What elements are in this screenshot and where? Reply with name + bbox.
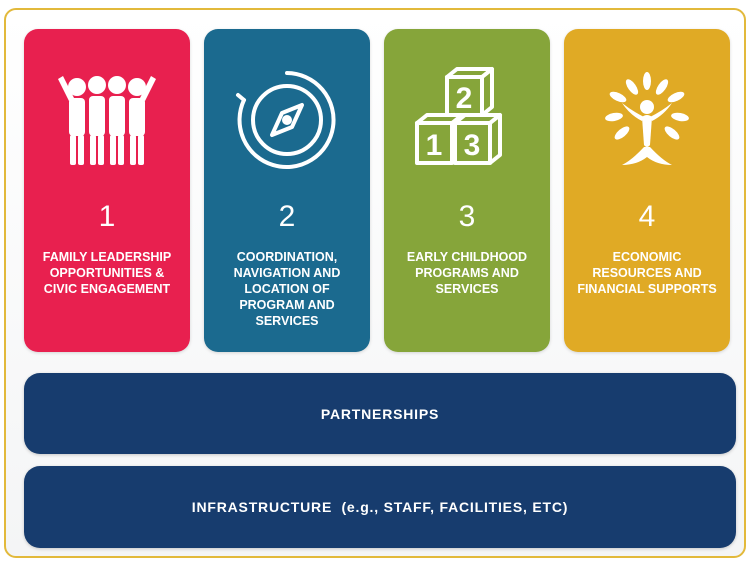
pillar-economic-resources: 4 ECONOMIC RESOURCES AND FINANCIAL SUPPO… — [564, 29, 730, 352]
pillar-number: 4 — [638, 200, 656, 233]
family-group-icon — [24, 47, 190, 192]
partnerships-label: PARTNERSHIPS — [320, 405, 440, 422]
partnerships-bar: PARTNERSHIPS — [24, 373, 736, 454]
pillar-number: 3 — [458, 200, 476, 233]
pillar-label: FAMILY LEADERSHIP OPPORTUNITIES & CIVIC … — [42, 250, 172, 296]
pillar-label: ECONOMIC RESOURCES AND FINANCIAL SUPPORT… — [577, 250, 717, 296]
pillar-coordination-navigation: 2 COORDINATION, NAVIGATION AND LOCATION … — [204, 29, 370, 352]
pillar-family-leadership: 1 FAMILY LEADERSHIP OPPORTUNITIES & CIVI… — [24, 29, 190, 352]
pillar-number: 2 — [278, 200, 296, 233]
growth-tree-icon — [564, 47, 730, 192]
pillar-label: EARLY CHILDHOOD PROGRAMS AND SERVICES — [406, 250, 528, 296]
infrastructure-label: INFRASTRUCTURE (e.g., STAFF, FACILITIES,… — [191, 499, 569, 515]
blocks-icon: 2 1 3 — [384, 47, 550, 192]
pillar-label: COORDINATION, NAVIGATION AND LOCATION OF… — [233, 250, 341, 328]
svg-text:2: 2 — [456, 82, 473, 115]
svg-text:1: 1 — [426, 129, 443, 162]
compass-icon — [204, 47, 370, 192]
svg-text:3: 3 — [464, 129, 481, 162]
pillar-number: 1 — [98, 200, 116, 233]
infrastructure-bar: INFRASTRUCTURE (e.g., STAFF, FACILITIES,… — [24, 466, 736, 548]
pillar-early-childhood: 2 1 3 3 EARLY CHILDHOOD PROGRAMS AND SER… — [384, 29, 550, 352]
